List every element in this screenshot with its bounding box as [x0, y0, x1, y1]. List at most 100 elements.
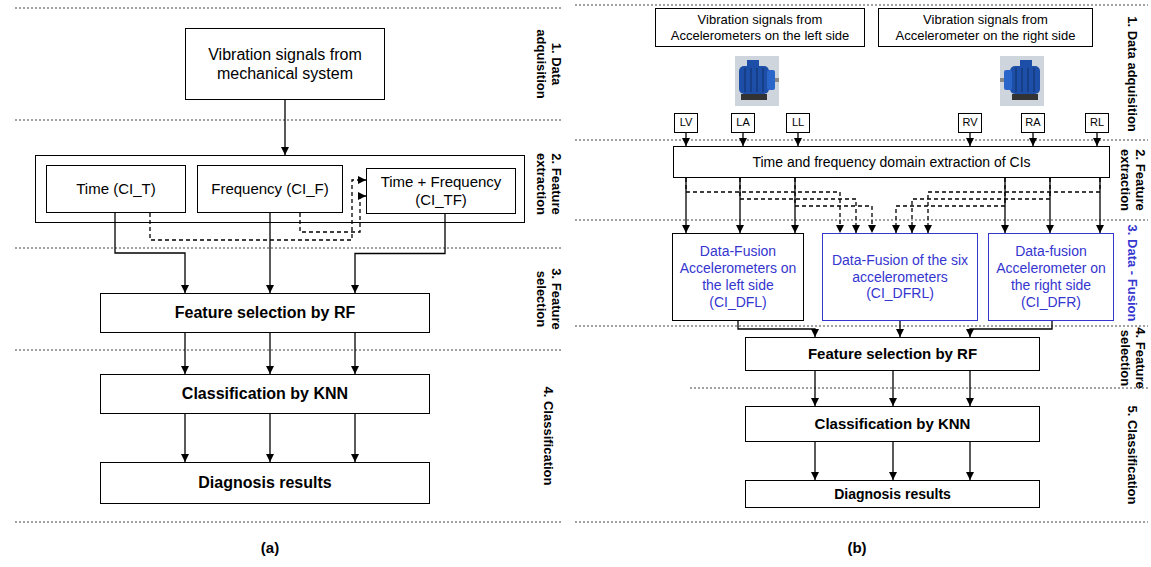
- panel-label: (b): [847, 539, 866, 556]
- motor-body: [1010, 66, 1040, 94]
- motor-fin: [1027, 68, 1029, 92]
- node-text: RL: [1090, 116, 1104, 129]
- connector-arrow: [300, 196, 366, 232]
- terminal-box: [747, 60, 759, 67]
- motor-fin: [1015, 68, 1017, 92]
- fusion-box: Data-fusion Accelerometer on the right s…: [988, 233, 1114, 321]
- connector-line: [284, 100, 285, 155]
- input-box: Vibration signals from Accelerometers on…: [655, 8, 865, 47]
- connector-line: [814, 371, 815, 406]
- connector-arrow: [686, 133, 687, 146]
- connector-arrow: [115, 213, 185, 293]
- connector-line: [1096, 133, 1097, 146]
- sensor-box: RV: [958, 113, 982, 133]
- stage-separator: [15, 8, 562, 9]
- connector-line: [795, 178, 872, 233]
- connector-arrow: [743, 133, 744, 146]
- fusion-box: Data-Fusion of the six accelerometers (C…: [822, 233, 978, 321]
- node-text: Feature selection by RF: [175, 303, 356, 322]
- stage-separator: [575, 5, 1148, 6]
- connector-line: [742, 133, 743, 146]
- motor-base: [1012, 94, 1038, 100]
- connector-arrow: [355, 214, 445, 293]
- stage-label: 2. Feature extraction: [1117, 142, 1147, 218]
- stage-label: 2. Feature extraction: [533, 123, 563, 245]
- sensor-box: LV: [674, 113, 698, 133]
- connector-arrow: [1005, 178, 1100, 233]
- connector-line: [269, 333, 270, 374]
- photo-ground: [1000, 56, 1044, 106]
- node-text: Time and frequency domain extraction of …: [752, 154, 1030, 171]
- motor-fin: [1033, 68, 1035, 92]
- node-text: Data-Fusion Accelerometers on the left s…: [677, 243, 799, 310]
- node-text: RA: [1025, 116, 1040, 129]
- connector-line: [685, 133, 686, 146]
- result-box: Diagnosis results: [100, 462, 430, 504]
- connector-line: [896, 178, 1005, 233]
- node-text: Diagnosis results: [198, 473, 331, 492]
- sensor-box: LA: [731, 113, 755, 133]
- connector-arrow: [270, 213, 271, 293]
- result-box: Diagnosis results: [745, 480, 1040, 508]
- motor-fin: [762, 68, 764, 92]
- connector-line: [184, 414, 185, 462]
- stage-separator: [690, 388, 1148, 389]
- node-text: Time (CI_T): [76, 180, 155, 198]
- stage-label: 3. Feature selection: [533, 251, 563, 347]
- photo-ground: [735, 56, 779, 106]
- end-cap: [1004, 70, 1012, 90]
- connector-line: [1099, 178, 1100, 233]
- stage-label: 4. Feature selection: [1117, 324, 1147, 392]
- connector-line: [354, 414, 355, 462]
- terminal-box: [1020, 60, 1032, 67]
- stage-separator: [15, 522, 562, 523]
- motor-fin: [750, 68, 752, 92]
- connector-line: [1004, 178, 1005, 233]
- node-text: Feature selection by RF: [808, 345, 977, 363]
- group-box: Time (CI_T)Frequency (CI_F)Time + Freque…: [35, 155, 525, 223]
- panel-label: (a): [261, 539, 279, 556]
- stage-separator: [575, 140, 1148, 141]
- node-text: Time + Frequency (CI_TF): [373, 173, 509, 209]
- connector-arrow: [815, 371, 970, 406]
- stage-label: 5. Classification: [1125, 391, 1140, 519]
- connector-line: [150, 180, 366, 240]
- node-text: LA: [736, 116, 749, 129]
- motor-body: [739, 66, 769, 94]
- connector-arrow: [738, 321, 815, 337]
- connector-line: [969, 133, 970, 146]
- motor-fins: [745, 68, 763, 92]
- node-text: LL: [792, 116, 804, 129]
- input-box: Vibration signals from mechanical system: [185, 28, 385, 100]
- connector-line: [269, 414, 270, 462]
- connector-arrow: [1033, 133, 1034, 146]
- connector-line: [970, 321, 1052, 337]
- motor-fin: [1021, 68, 1023, 92]
- stage-label: 3. Data - Fusion: [1125, 223, 1140, 323]
- fusion-box: Data-Fusion Accelerometers on the left s…: [672, 233, 804, 321]
- motor-photo: [735, 56, 779, 106]
- motor-fin: [744, 68, 746, 92]
- connector-line: [814, 442, 815, 480]
- stage-separator: [15, 120, 562, 121]
- stage-separator: [575, 326, 1148, 327]
- connector-line: [115, 213, 185, 293]
- connector-line: [899, 321, 900, 337]
- motor-fin: [756, 68, 758, 92]
- feature-box: Time (CI_T): [46, 165, 186, 213]
- sensor-box: RA: [1021, 113, 1045, 133]
- node-text: LV: [680, 116, 693, 129]
- connector-line: [892, 371, 893, 406]
- motor-shaft: [1000, 78, 1004, 82]
- process-box: Feature selection by RF: [100, 293, 430, 333]
- stage-separators: [15, 5, 1148, 522]
- connector-arrow: [900, 321, 901, 337]
- node-text: Classification by KNN: [182, 384, 348, 403]
- node-text: Classification by KNN: [815, 415, 971, 433]
- stage-separator: [575, 522, 1148, 523]
- connector-line: [269, 213, 270, 293]
